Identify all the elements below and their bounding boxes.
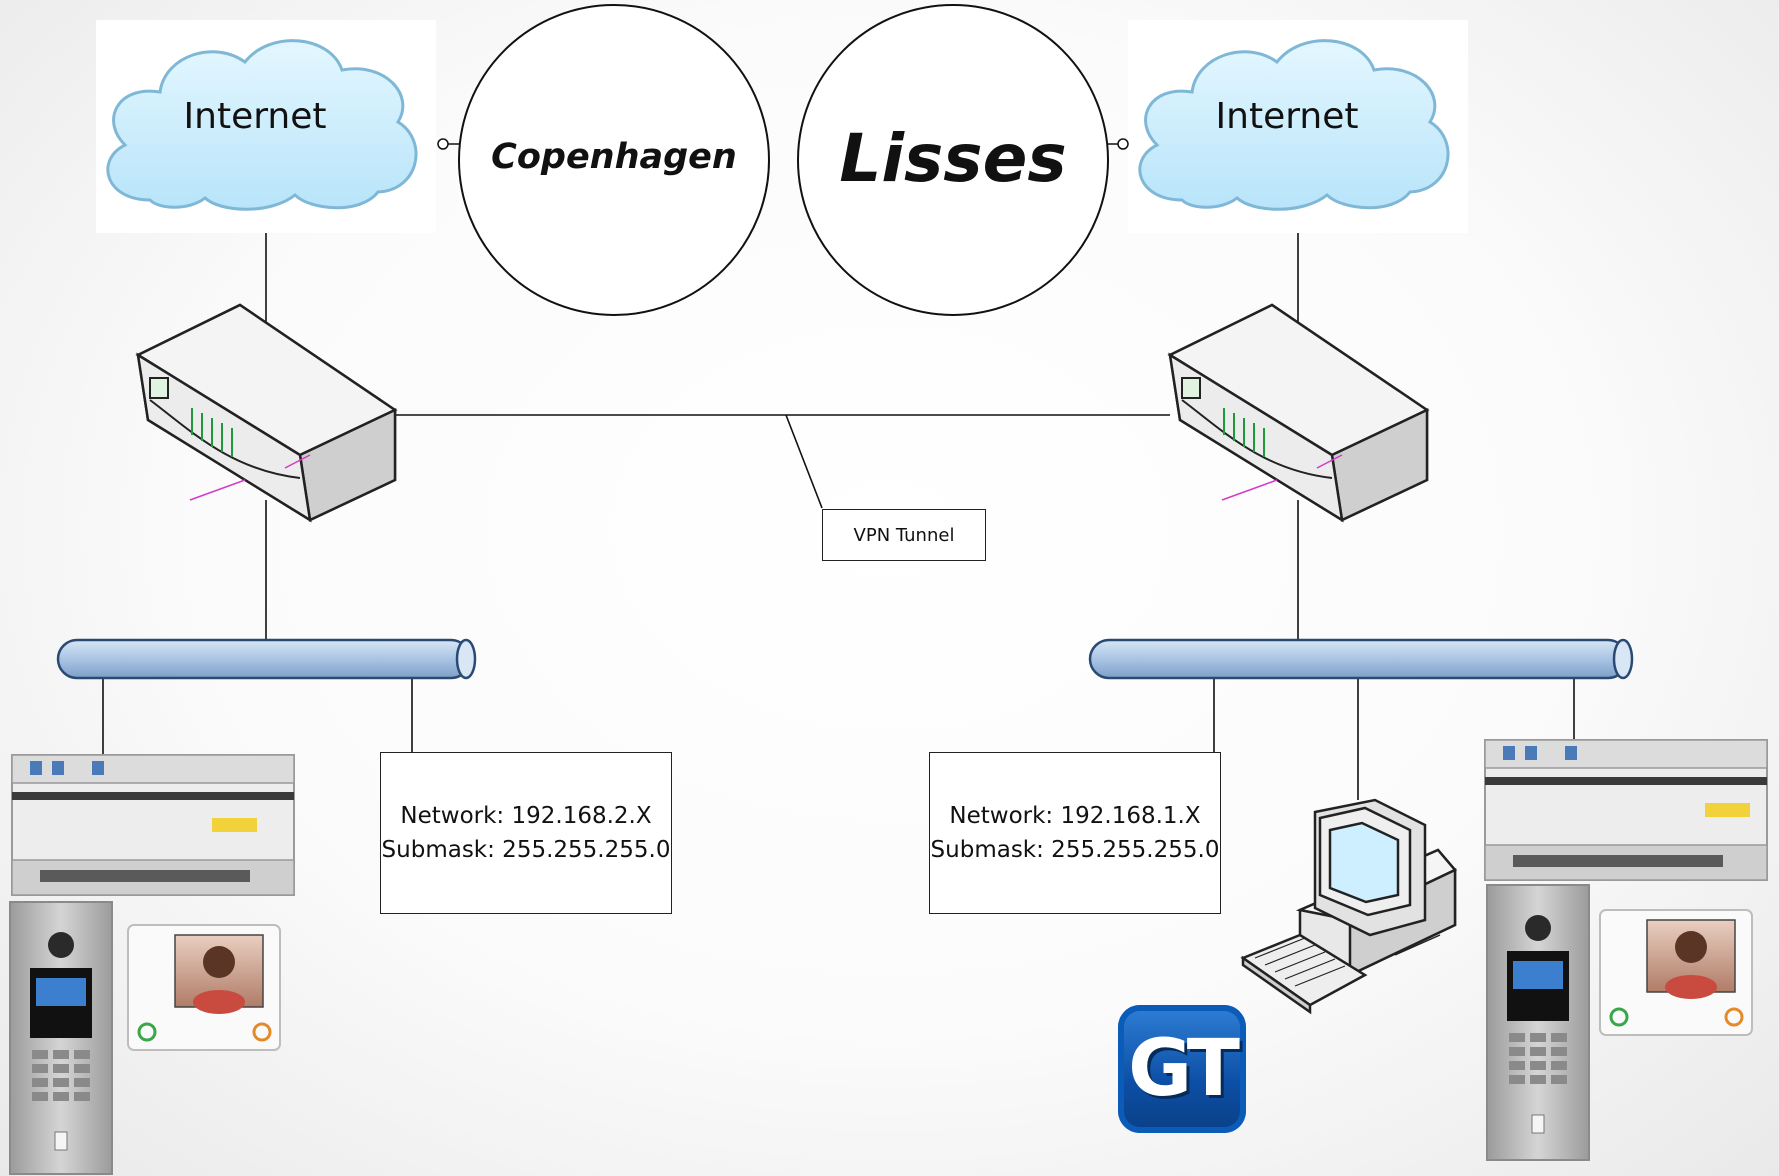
submask-left: Submask: 255.255.255.0 bbox=[381, 837, 671, 863]
connector-lines bbox=[102, 233, 1575, 800]
door-station-left bbox=[9, 901, 113, 1175]
network-address-right: Network: 192.168.1.X bbox=[949, 803, 1201, 829]
submask-right: Submask: 255.255.255.0 bbox=[930, 837, 1220, 863]
router-right bbox=[1167, 303, 1430, 523]
intercom-controller-left bbox=[11, 754, 295, 896]
door-station-right bbox=[1486, 884, 1590, 1161]
network-info-box-left: Network: 192.168.2.X Submask: 255.255.25… bbox=[380, 752, 672, 914]
internet-label-left: Internet bbox=[183, 96, 327, 137]
internet-cloud-left bbox=[96, 20, 436, 233]
intercom-controller-right bbox=[1484, 739, 1768, 881]
vpn-tunnel-box: VPN Tunnel bbox=[822, 509, 986, 561]
router-left bbox=[135, 303, 398, 523]
site-circle-lisses bbox=[797, 4, 1129, 316]
network-info-box-right: Network: 192.168.1.X Submask: 255.255.25… bbox=[929, 752, 1221, 914]
network-address-left: Network: 192.168.2.X bbox=[400, 803, 652, 829]
site-label-copenhagen: Copenhagen bbox=[491, 137, 737, 177]
network-bus-right bbox=[1088, 638, 1634, 680]
pc-workstation bbox=[1240, 798, 1458, 1015]
gt-logo-text: GT bbox=[1128, 1024, 1240, 1114]
video-monitor-right bbox=[1599, 909, 1753, 1036]
video-monitor-left bbox=[127, 924, 281, 1051]
network-bus-left bbox=[56, 638, 477, 680]
internet-label-right: Internet bbox=[1215, 96, 1359, 137]
vpn-tunnel-label: VPN Tunnel bbox=[853, 524, 955, 546]
internet-cloud-right bbox=[1128, 20, 1468, 233]
site-label-lisses: Lisses bbox=[839, 120, 1067, 197]
site-circle-copenhagen bbox=[437, 4, 770, 316]
gt-software-logo: GT bbox=[1118, 1005, 1246, 1133]
